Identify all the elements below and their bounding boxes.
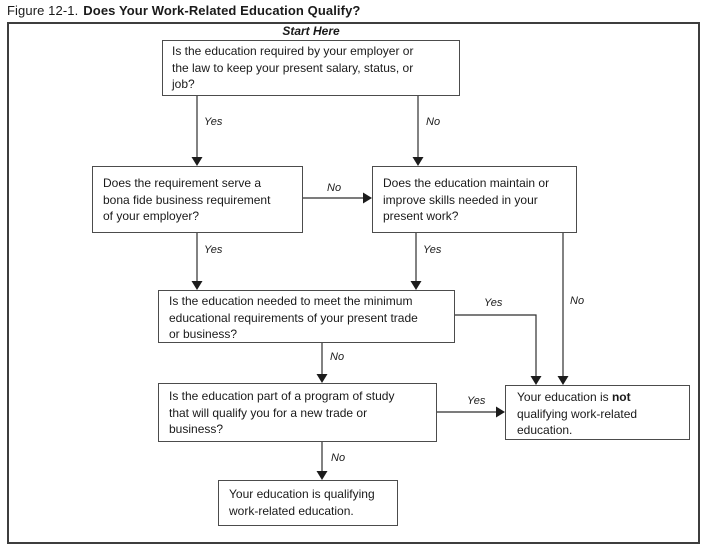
node-q-maintain-skills: Does the education maintain or improve s… xyxy=(372,166,577,233)
node-result-qualifying: Your education is qualifying work-relate… xyxy=(218,480,398,526)
edge-line-minimum-yes xyxy=(455,314,537,376)
start-here-label: Start Here xyxy=(282,24,340,38)
node-text-line: Your education is qualifying xyxy=(229,487,375,501)
arrowhead-down xyxy=(191,281,203,290)
node-text-line: that will qualify you for a new trade or xyxy=(169,405,368,420)
figure-title: Figure 12-1. Does Your Work-Related Educa… xyxy=(7,3,360,18)
edge-label-no: No xyxy=(330,351,345,363)
edge-label-yes: Yes xyxy=(467,395,486,407)
node-text-line: work-related education. xyxy=(229,503,354,518)
edge-label-yes: Yes xyxy=(204,116,223,128)
edge-label-yes: Yes xyxy=(423,244,442,256)
figure-label: Figure 12-1. xyxy=(7,3,79,18)
node-text-prefix: Your education is xyxy=(517,390,612,404)
node-text-line: the law to keep your present salary, sta… xyxy=(172,60,414,75)
arrowhead-down xyxy=(191,157,203,166)
arrowhead-down xyxy=(412,157,424,166)
edge-label-yes: Yes xyxy=(204,244,223,256)
arrowhead-down xyxy=(316,374,328,383)
arrowhead-down xyxy=(557,376,569,385)
node-result-not-qualifying: Your education is not qualifying work-re… xyxy=(505,385,690,440)
node-text-line: business? xyxy=(169,422,224,436)
node-text-line: or business? xyxy=(169,327,238,341)
figure-title-text: Does Your Work-Related Education Qualify… xyxy=(83,3,361,18)
arrowhead-down xyxy=(530,376,542,385)
node-q-minimum-requirements: Is the education needed to meet the mini… xyxy=(158,290,455,343)
arrowhead-down xyxy=(316,471,328,480)
node-text-line: present work? xyxy=(383,209,459,223)
node-text-line: bona fide business requirement xyxy=(103,192,271,207)
edge-label-no: No xyxy=(426,116,441,128)
node-text-line: qualifying work-related xyxy=(517,406,638,421)
node-text-line: educational requirements of your present… xyxy=(169,310,418,325)
node-q-required: Is the education required by your employ… xyxy=(162,40,460,96)
edge-label-no: No xyxy=(331,452,346,464)
node-text-emphasis: not xyxy=(611,390,631,404)
edge-label-no: No xyxy=(327,182,342,194)
node-text-line: Is the education part of a program of st… xyxy=(169,389,395,403)
node-text-line: Is the education required by your employ… xyxy=(172,44,414,58)
node-text-line: education. xyxy=(517,423,573,437)
node-text-line: improve skills needed in your xyxy=(383,192,538,207)
figure-border xyxy=(7,22,700,544)
node-q-new-trade: Is the education part of a program of st… xyxy=(158,383,437,442)
node-text-line: Does the education maintain or xyxy=(383,176,550,190)
arrowhead-right xyxy=(496,406,505,418)
arrowhead-down xyxy=(410,281,422,290)
node-text-line: of your employer? xyxy=(103,209,200,223)
edge-label-yes: Yes xyxy=(484,297,503,309)
node-text-line: Your education is not xyxy=(517,389,685,406)
edge-label-no: No xyxy=(570,295,585,307)
node-text-line: job? xyxy=(172,77,195,91)
node-text-line: Does the requirement serve a xyxy=(103,176,262,190)
arrowhead-right xyxy=(363,192,372,204)
node-q-bona-fide: Does the requirement serve a bona fide b… xyxy=(92,166,303,233)
node-text-line: Is the education needed to meet the mini… xyxy=(169,294,413,308)
